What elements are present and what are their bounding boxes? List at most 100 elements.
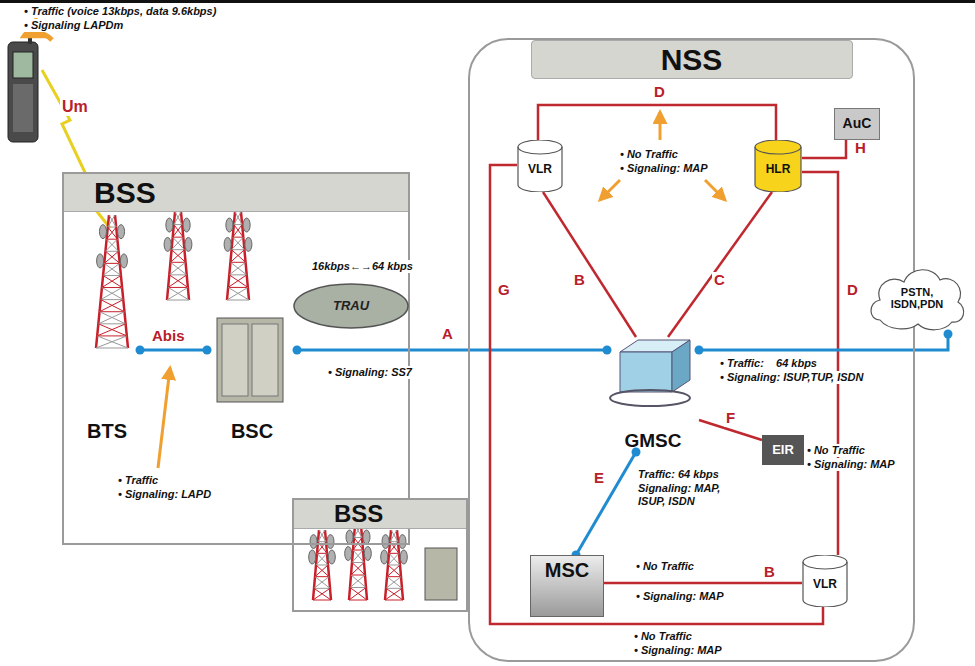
box-node: EIR (762, 435, 804, 465)
note-text: • Signaling: SS7 (326, 366, 414, 379)
antenna-panel (399, 535, 406, 549)
tower-brace (104, 251, 119, 263)
interface-name: G (496, 282, 512, 299)
note-text: • No Traffic (634, 560, 696, 573)
cylinder-rim (803, 562, 847, 569)
interface-link (802, 140, 846, 158)
tower-brace (98, 312, 125, 324)
tower-brace (352, 550, 364, 563)
bsc-cabinet (425, 548, 457, 600)
link-end-dot (293, 346, 302, 355)
tower-brace (107, 227, 118, 239)
cube-side (672, 340, 690, 392)
antenna-panel (310, 535, 317, 549)
tower-leg (96, 215, 128, 348)
shape-node: VLR (802, 555, 848, 607)
tower-brace (313, 588, 331, 600)
note-text: Traffic: 64 kbps (636, 468, 721, 481)
phone-body (8, 42, 38, 142)
note-text: • Signaling: MAP (805, 458, 897, 471)
antenna-panel (97, 254, 104, 268)
tower-brace (169, 262, 186, 275)
shape-node: VLR (517, 140, 563, 192)
shape-node: HLR (754, 140, 802, 192)
node-label: AuC (843, 116, 872, 131)
tower-brace (315, 565, 329, 577)
link-end-dot (944, 330, 953, 339)
node-label: BSS (64, 174, 408, 212)
tower-brace (349, 588, 367, 601)
box-node: BSS (292, 498, 468, 612)
note-text: Um (60, 98, 90, 116)
node-label: MSC (545, 556, 589, 581)
cabinet-body (217, 318, 283, 402)
cylinder-rim (755, 147, 801, 154)
interface-name: F (724, 410, 737, 427)
interface-link (576, 452, 636, 555)
node-label: BSS (294, 500, 466, 529)
node-label: BTS (87, 420, 127, 442)
callout-arrow (600, 180, 620, 200)
node-label: VLR (813, 570, 837, 591)
interface-link (543, 192, 636, 337)
node-label: HLR (766, 155, 791, 176)
tower-brace (97, 324, 127, 336)
tower-brace (230, 250, 245, 263)
note-text: • Signaling: MAP (634, 590, 726, 603)
antenna-tower (224, 212, 252, 300)
antenna-panel (164, 237, 171, 251)
top-bar (0, 0, 975, 3)
interface-name: B (762, 564, 777, 581)
antenna-panel (328, 550, 335, 564)
rotation-arrow (610, 390, 690, 406)
antenna-panel (224, 237, 231, 251)
note-text: • Traffic: 64 kbps (718, 357, 819, 370)
note-text: Signaling: MAP, ISUP, ISDN (636, 482, 744, 507)
interface-name: Abis (150, 328, 187, 345)
box-node: MSC (530, 555, 604, 617)
box-node: GMSC (607, 337, 699, 452)
note-text: • No Traffic (805, 444, 867, 457)
tower-brace (108, 215, 116, 227)
tower-brace (100, 300, 125, 312)
tower-brace (385, 588, 403, 600)
tower-brace (314, 577, 330, 589)
cloud-shape (871, 270, 964, 330)
antenna-tower (381, 530, 408, 600)
tower-brace (234, 212, 242, 225)
node-label: TRAU (333, 299, 369, 313)
cabinet-door (252, 324, 278, 396)
note-text: • No Traffic (618, 148, 680, 161)
database-cylinder (755, 140, 801, 192)
note-text: • No Traffic (632, 630, 694, 643)
note-text: • Signaling LAPDm (22, 19, 125, 32)
note-text: • Signaling: MAP (618, 162, 710, 175)
node-label: PSTN, ISDN,PDN (883, 286, 951, 310)
tower-brace (227, 287, 249, 300)
cylinder-rim (518, 147, 562, 154)
tower-brace (233, 225, 244, 238)
tower-brace (351, 563, 365, 576)
tower-brace (386, 577, 402, 589)
node-label: GMSC (625, 431, 682, 452)
tower-brace (318, 530, 326, 542)
note-text: • Signaling: LAPD (116, 488, 213, 501)
antenna-panel (99, 225, 106, 239)
antenna-panel (381, 550, 388, 564)
link-end-dot (136, 346, 145, 355)
link-end-dot (695, 346, 704, 355)
phone-screen (13, 52, 33, 78)
antenna-panel (166, 218, 173, 232)
antenna-panel (400, 550, 407, 564)
note-text: • Traffic (voice 13kbps, data 9.6kbps) (22, 5, 218, 18)
tower-brace (316, 553, 328, 565)
box-node: BSC (207, 317, 297, 442)
antenna-panel (118, 225, 125, 239)
interface-name: B (572, 272, 587, 289)
interface-link (490, 165, 823, 624)
phone-keypad (13, 84, 33, 132)
bsc-cabinet (217, 318, 283, 402)
box-node: BSS BTS BSC (62, 172, 410, 545)
